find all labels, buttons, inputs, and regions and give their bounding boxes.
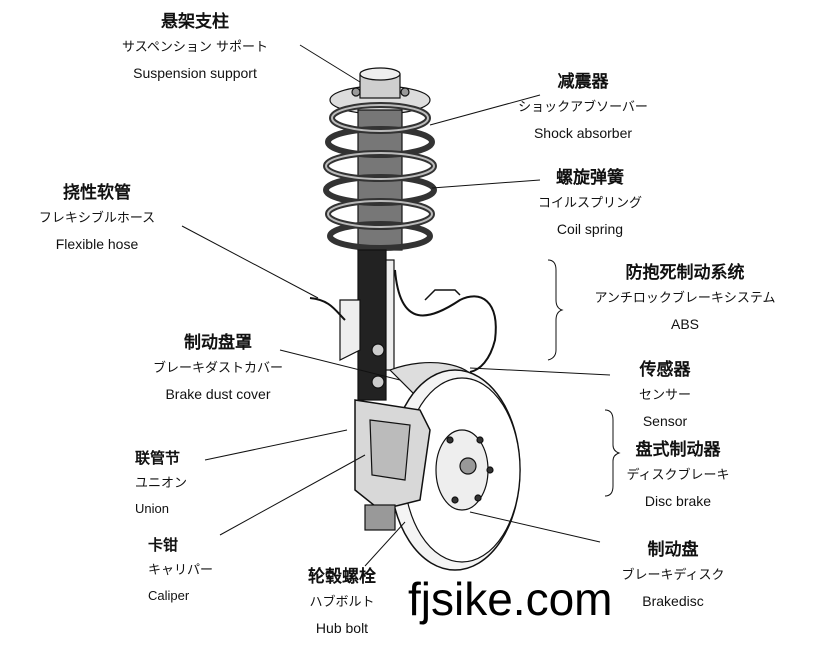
label-ja: ハブボルト <box>309 595 375 610</box>
label-en: Brake dust cover <box>165 386 271 402</box>
label-en: Sensor <box>642 413 688 429</box>
label-shock-absorber: 减震器 ショックアブソーバー Shock absorber <box>518 72 648 141</box>
label-en: Flexible hose <box>55 236 139 252</box>
label-zh: 卡钳 <box>148 536 179 554</box>
label-en: Shock absorber <box>533 125 633 141</box>
label-zh: 悬架支柱 <box>161 12 229 32</box>
label-zh: 减震器 <box>557 72 609 92</box>
label-ja: センサー <box>638 388 692 403</box>
label-zh: 制动盘 <box>647 540 699 560</box>
label-brakedisc: 制动盘 ブレーキディスク Brakedisc <box>621 540 724 609</box>
label-en: Disc brake <box>644 493 712 509</box>
label-abs: 防抱死制动系统 アンチロックブレーキシステム ABS <box>594 263 775 332</box>
label-zh: 轮毂螺栓 <box>308 567 376 587</box>
label-zh: 盘式制动器 <box>635 440 721 460</box>
label-ja: コイルスプリング <box>537 196 643 211</box>
brake-disc <box>389 369 521 571</box>
leader-lines <box>181 44 621 567</box>
label-en: Caliper <box>148 588 190 603</box>
label-en: Brakedisc <box>642 593 704 609</box>
flexible-hose <box>309 297 346 321</box>
label-en: Suspension support <box>133 65 257 81</box>
label-ja: サスペンション サポート <box>122 40 268 55</box>
label-brake-dust-cover: 制动盘罩 ブレーキダストカバー Brake dust cover <box>153 333 283 402</box>
label-ja: フレキシブルホース <box>38 211 156 226</box>
label-suspension-support: 悬架支柱 サスペンション サポート Suspension support <box>122 12 268 81</box>
label-ja: ユニオン <box>135 476 188 491</box>
label-en: ABS <box>670 316 699 332</box>
label-en: Hub bolt <box>315 620 369 636</box>
label-zh: 防抱死制动系统 <box>625 263 745 283</box>
watermark: fjsike.com <box>408 573 613 625</box>
label-ja: ショックアブソーバー <box>518 100 648 115</box>
label-ja: アンチロックブレーキシステム <box>594 291 776 306</box>
label-sensor: 传感器 センサー Sensor <box>639 360 691 429</box>
label-en: Coil spring <box>556 221 624 237</box>
label-flexible-hose: 挠性软管 フレキシブルホース Flexible hose <box>39 183 155 252</box>
label-zh: 挠性软管 <box>62 183 131 203</box>
caliper <box>354 399 431 531</box>
label-zh: 联管节 <box>135 449 181 467</box>
label-en: Union <box>135 501 169 516</box>
label-coil-spring: 螺旋弹簧 コイルスプリング Coil spring <box>538 168 642 237</box>
label-ja: ブレーキダストカバー <box>152 361 284 376</box>
label-hub-bolt: 轮毂螺栓 ハブボルト Hub bolt <box>308 567 376 636</box>
label-zh: 传感器 <box>639 360 691 380</box>
label-union: 联管节 ユニオン Union <box>135 448 187 517</box>
label-zh: 制动盘罩 <box>183 333 252 353</box>
label-disc-brake: 盘式制动器 ディスクブレーキ Disc brake <box>626 440 729 509</box>
label-caliper: 卡钳 キャリパー Caliper <box>148 535 213 604</box>
label-ja: キャリパー <box>148 563 214 578</box>
label-zh: 螺旋弹簧 <box>555 168 624 188</box>
label-ja: ブレーキディスク <box>621 568 725 583</box>
label-ja: ディスクブレーキ <box>626 468 730 483</box>
abs-cable <box>394 269 497 373</box>
